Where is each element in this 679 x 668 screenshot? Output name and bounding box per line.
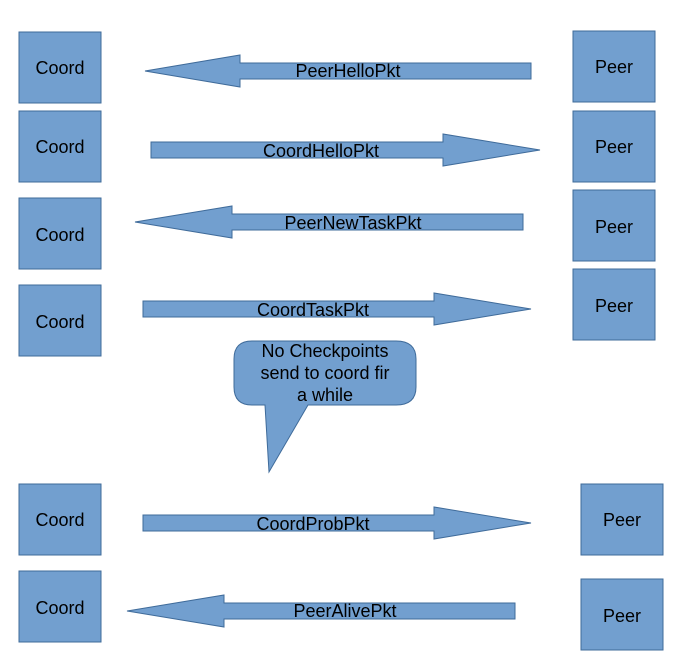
peer-box: Peer: [572, 268, 656, 341]
coord-box: Coord: [18, 284, 102, 357]
peer-label: Peer: [595, 217, 633, 237]
arrow-to-peer: CoordHelloPkt: [150, 133, 541, 167]
message-label: CoordProbPkt: [256, 514, 369, 534]
peer-box: Peer: [580, 578, 664, 651]
peer-label: Peer: [603, 510, 641, 530]
arrow-to-peer: CoordProbPkt: [142, 506, 532, 540]
message-label: CoordTaskPkt: [257, 300, 369, 320]
message-label: PeerAlivePkt: [293, 601, 396, 621]
coord-label: Coord: [35, 510, 84, 530]
speech-callout: No Checkpoints send to coord fir a while: [233, 340, 417, 474]
arrow-to-coord: PeerNewTaskPkt: [134, 205, 524, 239]
coord-label: Coord: [35, 312, 84, 332]
coord-label: Coord: [35, 225, 84, 245]
coord-label: Coord: [35, 598, 84, 618]
callout-line-2: send to coord fir: [260, 363, 389, 383]
coord-box: Coord: [18, 570, 102, 643]
message-label: CoordHelloPkt: [263, 141, 379, 161]
peer-label: Peer: [595, 296, 633, 316]
arrow-to-coord: PeerAlivePkt: [126, 594, 516, 628]
callout-line-1: No Checkpoints: [261, 341, 388, 361]
peer-box: Peer: [572, 30, 656, 103]
peer-box: Peer: [572, 189, 656, 262]
callout-line-3: a while: [297, 385, 353, 405]
message-label: PeerNewTaskPkt: [284, 213, 421, 233]
peer-label: Peer: [595, 137, 633, 157]
peer-box: Peer: [580, 483, 664, 556]
arrow-to-peer: CoordTaskPkt: [142, 292, 532, 326]
coord-label: Coord: [35, 137, 84, 157]
peer-box: Peer: [572, 110, 656, 183]
coord-box: Coord: [18, 31, 102, 104]
coord-box: Coord: [18, 197, 102, 270]
peer-label: Peer: [603, 606, 641, 626]
coord-box: Coord: [18, 110, 102, 183]
arrow-to-coord: PeerHelloPkt: [144, 54, 532, 88]
peer-label: Peer: [595, 57, 633, 77]
message-label: PeerHelloPkt: [295, 61, 400, 81]
coord-box: Coord: [18, 483, 102, 556]
coord-label: Coord: [35, 58, 84, 78]
